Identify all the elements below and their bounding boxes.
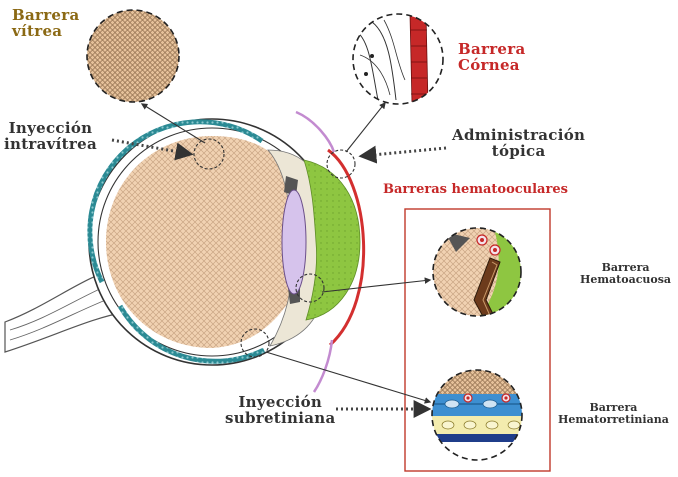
arrow-to-cornea — [346, 103, 385, 152]
vitreous-zoom — [87, 10, 179, 102]
vitreous-barrier-label: Barrera vítrea — [12, 8, 79, 40]
intravitreal-label: Inyección intravítrea — [4, 121, 97, 153]
aqueous-barrier-label: Barrera Hematoacuosa — [580, 262, 671, 285]
retinal-barrier-label: Barrera Hematorretiniana — [558, 402, 669, 425]
conjunctiva-upper — [296, 112, 334, 152]
conjunctiva-lower — [314, 340, 332, 392]
lens — [282, 190, 306, 294]
topical-arrow — [362, 148, 446, 156]
subretinal-label: Inyección subretiniana — [225, 395, 335, 427]
cornea-barrier-label: Barrera Córnea — [458, 42, 525, 74]
aqueous-zoom — [433, 228, 524, 322]
blood-ocular-title: Barreras hematooculares — [383, 183, 568, 197]
topical-label: Administración tópica — [452, 128, 585, 160]
retinal-zoom — [430, 368, 525, 462]
cornea-zoom — [353, 14, 443, 104]
